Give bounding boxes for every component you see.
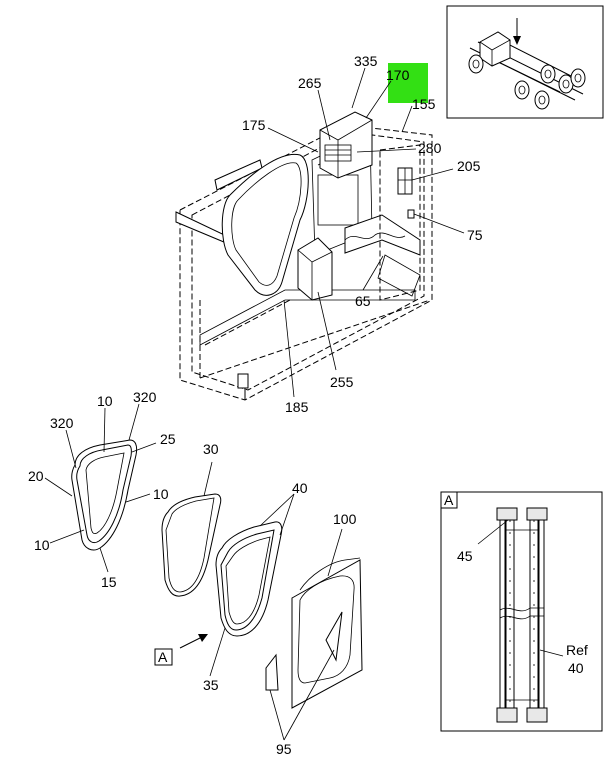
- view-a-label: A: [154, 648, 173, 666]
- callout-255: 255: [330, 374, 354, 390]
- callout-205: 205: [457, 158, 481, 174]
- callout-335: 335: [354, 53, 378, 69]
- callout-100: 100: [333, 511, 357, 527]
- callout-175: 175: [242, 117, 266, 133]
- callout-40: 40: [292, 480, 308, 496]
- window-glass-30: [161, 493, 222, 597]
- callout-265: 265: [298, 75, 322, 91]
- callout-25: 25: [160, 431, 176, 447]
- callout-45: 45: [457, 548, 473, 564]
- callout-20: 20: [28, 468, 44, 484]
- callout-10-top: 10: [97, 393, 113, 409]
- cab-interior-assembly: [175, 111, 433, 401]
- callout-155: 155: [412, 96, 436, 112]
- callout-320-left: 320: [50, 415, 74, 431]
- callout-30: 30: [203, 441, 219, 457]
- callout-280: 280: [418, 140, 442, 156]
- panel-100: [265, 557, 363, 709]
- view-a-arrow: [179, 634, 208, 649]
- callout-10-left: 10: [34, 537, 50, 553]
- view-a-letter: A: [158, 649, 168, 665]
- leader-lines: [44, 67, 564, 741]
- rear-window-seal-assembly: [71, 439, 138, 551]
- highlight-marker: [388, 63, 428, 103]
- detail-a-inset: [440, 491, 603, 732]
- callout-ref: Ref: [566, 642, 588, 658]
- detail-a-letter: A: [444, 492, 454, 508]
- callout-35: 35: [203, 677, 219, 693]
- callout-labels: 335 170 265 155 175 280 205 75 65 255 18…: [28, 53, 588, 757]
- vehicle-locator-inset: [446, 5, 604, 119]
- callout-185: 185: [285, 399, 309, 415]
- callout-320-right: 320: [133, 389, 157, 405]
- callout-10-right: 10: [153, 486, 169, 502]
- callout-95: 95: [276, 741, 292, 757]
- callout-15: 15: [101, 574, 117, 590]
- callout-170: 170: [386, 67, 410, 83]
- callout-75: 75: [467, 227, 483, 243]
- callout-40-ref: 40: [568, 660, 584, 676]
- callout-65: 65: [355, 293, 371, 309]
- window-seals-40: [215, 521, 283, 637]
